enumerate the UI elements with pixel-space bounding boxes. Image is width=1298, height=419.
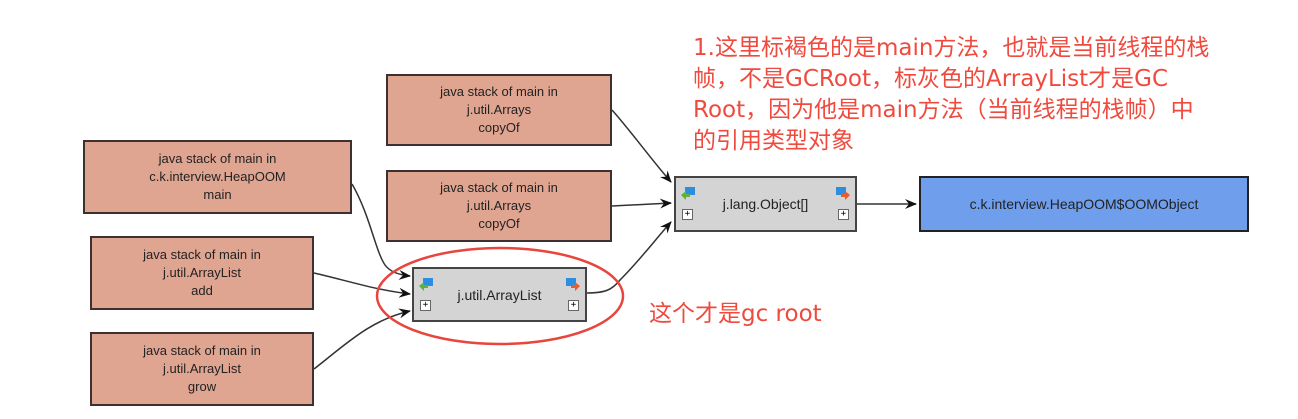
object-label: j.util.ArrayList — [457, 286, 542, 303]
expand-icon[interactable]: + — [682, 209, 693, 220]
edge-grow-to-arraylist — [313, 308, 411, 370]
expand-icon[interactable]: + — [838, 209, 849, 220]
frame-line: java stack of main in — [143, 343, 261, 358]
frame-line: copyOf — [478, 120, 520, 135]
frame-line: java stack of main in — [158, 151, 277, 166]
outgoing-references-icon[interactable] — [565, 277, 581, 291]
stack-frame-arrays-copyof-2[interactable]: java stack of main in j.util.Arrays copy… — [386, 170, 612, 242]
edge-copyof2-to-objarray — [611, 198, 672, 209]
frame-line: c.k.interview.HeapOOM — [149, 169, 286, 184]
note-line: 帧，不是GCRoot，标灰色的ArrayList才是GC — [693, 66, 1169, 92]
outgoing-references-icon[interactable] — [835, 186, 851, 200]
object-label: j.lang.Object[] — [722, 196, 809, 212]
stack-frame-heapoom-main[interactable]: java stack of main in c.k.interview.Heap… — [83, 140, 352, 214]
class-node-oomobject[interactable]: c.k.interview.HeapOOM$OOMObject — [919, 176, 1249, 232]
frame-line: j.util.ArrayList — [162, 265, 242, 280]
incoming-references-icon[interactable] — [418, 277, 434, 291]
frame-line: add — [191, 283, 213, 298]
annotation-note: 1.这里标褐色的是main方法，也就是当前线程的栈 帧，不是GCRoot，标灰色… — [693, 33, 1209, 157]
frame-line: j.util.Arrays — [466, 198, 532, 213]
frame-line: java stack of main in — [143, 247, 261, 262]
incoming-references-icon[interactable] — [680, 186, 696, 200]
frame-line: java stack of main in — [440, 84, 558, 99]
frame-line: grow — [187, 379, 217, 394]
expand-icon[interactable]: + — [568, 300, 579, 311]
frame-line: j.util.Arrays — [466, 102, 532, 117]
edge-copyof1-to-objarray — [611, 109, 672, 183]
frame-line: copyOf — [478, 216, 520, 231]
note-line: 1.这里标褐色的是main方法，也就是当前线程的栈 — [693, 35, 1210, 61]
stack-frame-arraylist-grow[interactable]: java stack of main in j.util.ArrayList g… — [90, 332, 314, 406]
note-line: Root，因为他是main方法（当前线程的栈帧）中 — [693, 97, 1194, 123]
edge-add-to-arraylist — [313, 272, 411, 298]
object-node-arraylist[interactable]: + + j.util.ArrayList — [412, 267, 587, 322]
frame-line: main — [203, 187, 232, 202]
gc-root-label: 这个才是gc root — [649, 301, 822, 327]
expand-icon[interactable]: + — [420, 300, 431, 311]
note-line: 的引用类型对象 — [693, 128, 854, 154]
stack-frame-arrays-copyof-1[interactable]: java stack of main in j.util.Arrays copy… — [386, 74, 612, 146]
stack-frame-arraylist-add[interactable]: java stack of main in j.util.ArrayList a… — [90, 236, 314, 310]
class-label: c.k.interview.HeapOOM$OOMObject — [969, 196, 1199, 212]
frame-line: j.util.ArrayList — [162, 361, 242, 376]
frame-line: java stack of main in — [440, 180, 558, 195]
object-node-object-array[interactable]: + + j.lang.Object[] — [674, 176, 857, 232]
